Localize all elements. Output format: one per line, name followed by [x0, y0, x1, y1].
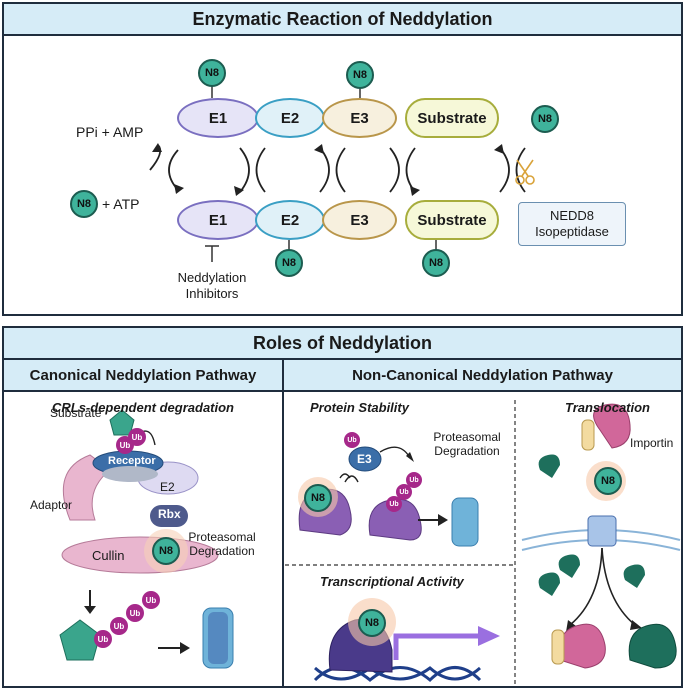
translocation-title: Translocation — [565, 400, 651, 415]
receptor-label: Receptor — [108, 455, 156, 467]
n8-cullin: N8 — [152, 537, 180, 565]
e3-bottom: E3 — [322, 200, 397, 240]
e2-bottom: E2 — [255, 200, 325, 240]
adaptor-label: Adaptor — [30, 498, 73, 512]
n8-e3: N8 — [346, 61, 374, 89]
canonical-header: Canonical Neddylation Pathway — [4, 360, 284, 392]
ub-chain-1: Ub — [94, 630, 112, 648]
crl-title: CRLs-dependent degradation — [51, 400, 234, 415]
rbx-label: Rbx — [158, 507, 181, 521]
reaction-header: Enzymatic Reaction of Neddylation — [4, 4, 681, 36]
ub-2: Ub — [116, 436, 134, 454]
proteasomal-label-canonical: Proteasomal Degradation — [188, 530, 256, 558]
substrate-top: Substrate — [405, 98, 499, 138]
n8-e2-bottom: N8 — [275, 249, 303, 277]
substrate-label: Substrate — [50, 406, 102, 420]
n8-substrate-bottom: N8 — [422, 249, 450, 277]
e1-bottom: E1 — [177, 200, 259, 240]
e2-top: E2 — [255, 98, 325, 138]
protein-stability-title: Protein Stability — [310, 400, 409, 415]
roles-title: Roles of Neddylation — [252, 332, 432, 353]
n8-atp: N8 — [70, 190, 98, 218]
ub-chain-4: Ub — [142, 591, 160, 609]
n8-e1: N8 — [198, 59, 226, 87]
n8-transcription: N8 — [358, 609, 386, 637]
n8-stability: N8 — [304, 484, 332, 512]
column-divider — [282, 392, 284, 686]
atp-label: + ATP — [102, 196, 140, 212]
canonical-title: Canonical Neddylation Pathway — [29, 366, 257, 384]
ppi-amp-label: PPi + AMP — [76, 124, 144, 140]
roles-header: Roles of Neddylation — [4, 328, 681, 360]
ub-chain-2: Ub — [110, 617, 128, 635]
ub-chain-3: Ub — [126, 604, 144, 622]
inhibitors-label: Neddylation Inhibitors — [177, 270, 247, 301]
reaction-title: Enzymatic Reaction of Neddylation — [192, 8, 493, 29]
importin-label: Importin — [630, 436, 674, 450]
ub-s1: Ub — [386, 496, 402, 512]
n8-importin: N8 — [594, 467, 622, 495]
e3-label: E3 — [357, 452, 372, 466]
ub-s3: Ub — [406, 472, 422, 488]
substrate-bottom: Substrate — [405, 200, 499, 240]
transcriptional-title: Transcriptional Activity — [320, 574, 464, 589]
isopeptidase-box: NEDD8 Isopeptidase — [518, 202, 626, 246]
n8-free: N8 — [531, 105, 559, 133]
reaction-panel: Enzymatic Reaction of Neddylation — [2, 2, 683, 316]
cullin-label: Cullin — [92, 548, 125, 563]
ub-s2: Ub — [396, 484, 412, 500]
e3-top: E3 — [322, 98, 397, 138]
e2-label: E2 — [160, 480, 175, 494]
ub-e3: Ub — [344, 432, 360, 448]
noncanonical-header: Non-Canonical Neddylation Pathway — [284, 360, 681, 392]
noncanonical-title: Non-Canonical Neddylation Pathway — [352, 366, 613, 384]
isopeptidase-label: NEDD8 Isopeptidase — [535, 208, 609, 239]
proteasomal-label-stability: Proteasomal Degradation — [433, 430, 501, 458]
